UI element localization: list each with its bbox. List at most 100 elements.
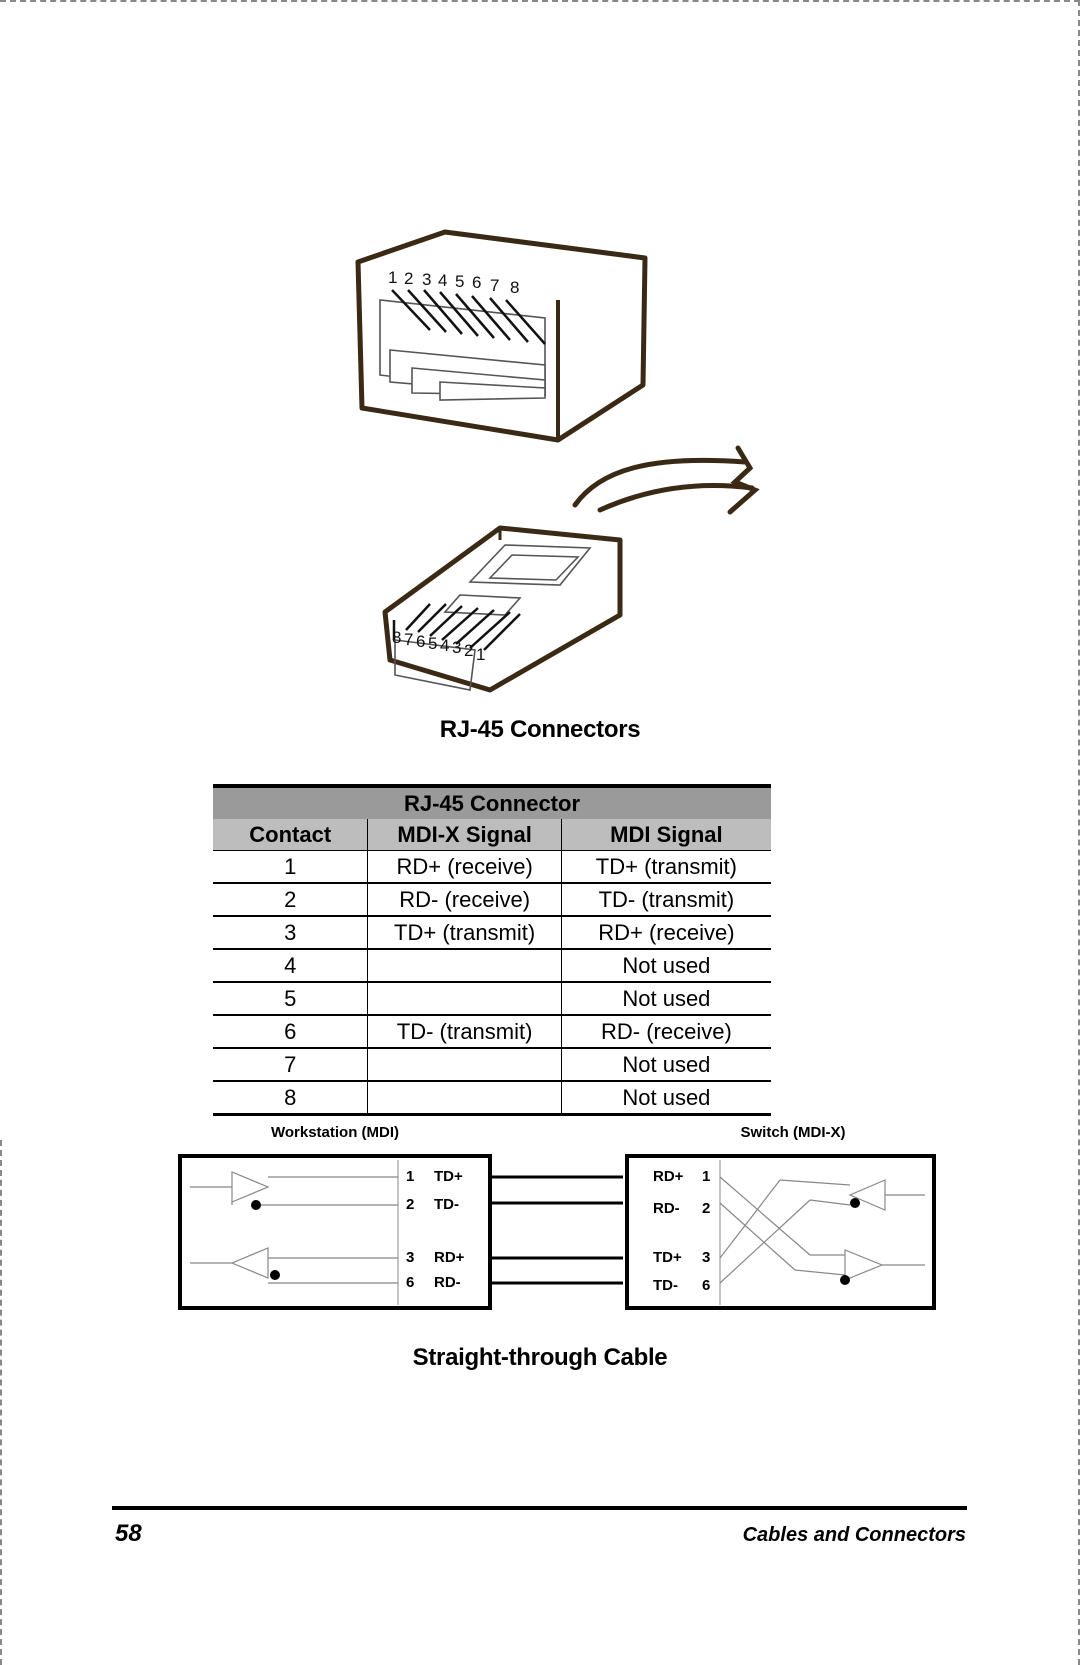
straight-wires	[492, 1175, 623, 1285]
page-border-right	[1078, 0, 1080, 1665]
rj45-jack-contacts	[391, 289, 546, 345]
mdi-cell: RD- (receive)	[560, 1015, 771, 1049]
rj45-jack-opening	[379, 299, 546, 401]
mdix-cell: RD+ (receive)	[367, 850, 562, 884]
sw-pin-signal: RD+	[653, 1168, 684, 1185]
pinout-table: RJ-45 Connector Contact MDI-X Signal MDI…	[213, 784, 771, 1116]
sw-pin-num: 2	[702, 1200, 710, 1217]
footer-rule	[112, 1506, 967, 1510]
ws-pin-signal: RD-	[434, 1274, 461, 1291]
jack-pin-number: 3	[422, 270, 431, 289]
plug-pin-number: 6	[416, 632, 425, 651]
ws-pin-signal: TD-	[434, 1196, 459, 1213]
switch-label: Switch (MDI-X)	[741, 1124, 846, 1141]
mdi-cell: Not used	[560, 982, 771, 1016]
switch-box	[625, 1154, 936, 1310]
contact-cell: 1	[213, 850, 368, 884]
table-title-row: RJ-45 Connector	[213, 784, 771, 819]
contact-cell: 3	[213, 916, 368, 950]
polarity-dot	[251, 1200, 261, 1210]
polarity-dot	[850, 1198, 860, 1208]
jack-pin-number: 4	[438, 271, 447, 290]
contact-cell: 5	[213, 982, 368, 1016]
mdi-cell: Not used	[560, 949, 771, 983]
header-mdix-signal: MDI-X Signal	[367, 819, 562, 851]
sw-pin-signal: TD-	[653, 1277, 678, 1294]
jack-pin-number: 2	[404, 269, 413, 288]
contact-cell: 2	[213, 883, 368, 917]
header-contact: Contact	[213, 819, 368, 851]
ws-pin-num: 3	[406, 1249, 414, 1266]
sw-pin-signal: TD+	[653, 1249, 682, 1266]
table-header-row: Contact MDI-X Signal MDI Signal	[213, 819, 771, 851]
mdi-cell: TD- (transmit)	[560, 883, 771, 917]
plug-pin-number: 5	[428, 634, 437, 653]
page-border-left	[0, 1140, 2, 1665]
jack-pin-number: 8	[510, 278, 519, 297]
contact-cell: 7	[213, 1048, 368, 1082]
sw-pin-num: 6	[702, 1277, 710, 1294]
cable	[572, 445, 760, 515]
rj45-plug-contacts	[392, 603, 521, 651]
jack-pin-number: 7	[490, 276, 499, 295]
plug-pin-number: 2	[464, 641, 473, 660]
plug-pin-number: 8	[392, 628, 401, 647]
polarity-dot	[270, 1270, 280, 1280]
header-mdi-signal: MDI Signal	[560, 819, 771, 851]
contact-cell: 8	[213, 1081, 368, 1116]
mdi-cell: Not used	[560, 1048, 771, 1082]
sw-pin-num: 1	[702, 1168, 710, 1185]
jack-pin-number: 6	[472, 273, 481, 292]
connector-figure-caption: RJ-45 Connectors	[439, 716, 641, 743]
contact-cell: 4	[213, 949, 368, 983]
ws-pin-num: 6	[406, 1274, 414, 1291]
page-number: 58	[115, 1520, 142, 1547]
ws-pin-num: 1	[406, 1168, 414, 1185]
switch-pins: RD+ 1 RD- 2 TD+ 3 TD- 6	[653, 1168, 710, 1294]
workstation-box	[178, 1154, 492, 1310]
mdix-cell: TD+ (transmit)	[367, 916, 562, 950]
ws-pin-signal: RD+	[434, 1249, 465, 1266]
table-row: 8 Not used	[213, 1081, 771, 1116]
section-title: Cables and Connectors	[742, 1524, 966, 1546]
mdix-cell	[367, 1081, 562, 1116]
mdi-cell: TD+ (transmit)	[560, 850, 771, 884]
sw-pin-num: 3	[702, 1249, 710, 1266]
jack-pin-number: 1	[388, 268, 397, 287]
mdix-cell	[367, 982, 562, 1016]
mdix-cell	[367, 949, 562, 983]
table-row: 7 Not used	[213, 1048, 771, 1082]
rj45-plug-details	[394, 544, 592, 691]
workstation-pins: 1 TD+ 2 TD- 3 RD+ 6 RD-	[406, 1168, 465, 1291]
ws-pin-num: 2	[406, 1196, 414, 1213]
ws-pin-signal: TD+	[434, 1168, 463, 1185]
rj45-plug	[382, 525, 623, 693]
mdix-cell	[367, 1048, 562, 1082]
mdix-cell: TD- (transmit)	[367, 1015, 562, 1049]
cable-diagram-caption: Straight-through Cable	[412, 1344, 668, 1371]
table-title: RJ-45 Connector	[213, 784, 771, 819]
plug-pin-number: 4	[440, 636, 449, 655]
plug-pin-number: 1	[476, 645, 485, 664]
cable-wiring-diagram: Workstation (MDI) Switch (MDI-X) 1 TD+ 2…	[178, 1124, 936, 1310]
mdi-cell: RD+ (receive)	[560, 916, 771, 950]
page-border-top	[0, 0, 1080, 2]
mdi-cell: Not used	[560, 1081, 771, 1116]
workstation-label: Workstation (MDI)	[271, 1124, 399, 1141]
polarity-dot	[840, 1275, 850, 1285]
table-row: 4 Not used	[213, 949, 771, 983]
sw-pin-signal: RD-	[653, 1200, 680, 1217]
table-row: 5 Not used	[213, 982, 771, 1016]
contact-cell: 6	[213, 1015, 368, 1049]
plug-pin-number: 7	[404, 630, 413, 649]
plug-pin-number: 3	[452, 638, 461, 657]
mdix-cell: RD- (receive)	[367, 883, 562, 917]
jack-pin-number: 5	[455, 272, 464, 291]
